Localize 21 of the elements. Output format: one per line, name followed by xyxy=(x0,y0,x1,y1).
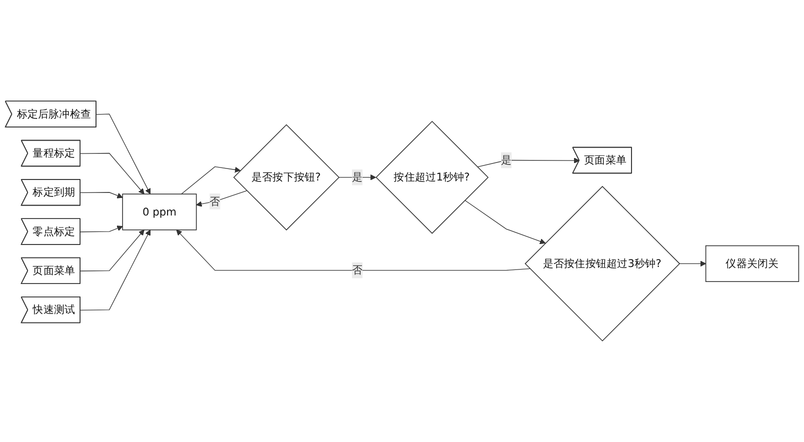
arrow xyxy=(464,200,546,244)
arrow xyxy=(80,226,123,232)
arrow xyxy=(176,230,530,271)
arrow xyxy=(80,152,144,194)
edge-label: 是 xyxy=(352,170,363,184)
edge-label: 是 xyxy=(501,154,512,166)
arrow xyxy=(80,192,123,198)
arrow xyxy=(196,190,248,207)
arrow xyxy=(476,158,580,168)
edge-label: 否 xyxy=(352,264,363,276)
node-diamond: 按住超过1秒钟? xyxy=(376,120,489,234)
arrow xyxy=(678,260,706,267)
edge-label: 否 xyxy=(210,194,220,208)
node-diamond: 是否按住按钮超过3秒钟? xyxy=(524,186,680,342)
node-box: 仪器关闭关 xyxy=(705,245,800,282)
arrow xyxy=(80,230,144,272)
node-box: 0 ppm xyxy=(122,194,197,230)
arrow xyxy=(181,166,241,194)
arrow xyxy=(96,114,151,194)
node-diamond: 是否按下按钮? xyxy=(233,124,340,230)
arrow xyxy=(80,230,151,310)
